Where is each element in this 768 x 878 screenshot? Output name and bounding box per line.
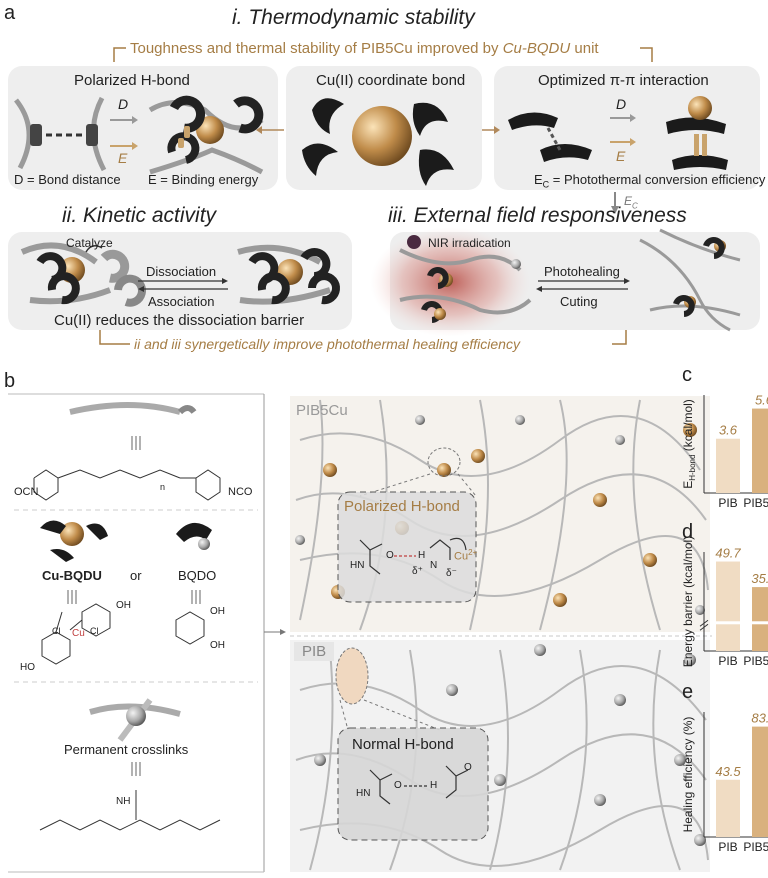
chart-c-tick-PIB: PIB: [718, 496, 737, 510]
chart-e-ylabel: Healing efficiency (%): [681, 717, 695, 833]
chart-d-value-PIB: 49.7: [715, 546, 741, 561]
chart-e-bar-PIB: [716, 780, 740, 837]
chart-d-value-PIB5Cu: 35.5: [751, 571, 768, 586]
chart-d-tick-PIB: PIB: [718, 654, 737, 668]
chart-c-tick-PIB5Cu: PIB5Cu: [743, 496, 768, 510]
chart-c-ylabel: EH-bond (kcal/mol): [681, 399, 697, 489]
chart-e-tick-PIB: PIB: [718, 840, 737, 854]
chart-c-value-PIB: 3.6: [719, 423, 738, 438]
ylabel-sub: H-bond: [688, 455, 697, 481]
ylabel-tail: (kcal/mol): [681, 399, 695, 454]
chart-e-tick-PIB5Cu: PIB5Cu: [743, 840, 768, 854]
chart-d-axis-break: [714, 621, 768, 624]
chart-d-tick-PIB5Cu: PIB5Cu: [743, 654, 768, 668]
chart-e-value-PIB: 43.5: [715, 764, 741, 779]
ylabel-main: Healing efficiency (%): [681, 717, 695, 833]
chart-d-ylabel: Energy barrier (kcal/mol): [681, 536, 695, 667]
chart-e-bar-PIB5Cu: [752, 727, 768, 837]
chart-d-bar-PIB: [716, 562, 740, 651]
chart-e-value-PIB5Cu: 83.9: [751, 711, 768, 726]
chart-c-bar-PIB5Cu: [752, 409, 768, 493]
chart-c-value-PIB5Cu: 5.6: [755, 393, 768, 408]
ylabel-main: E: [681, 481, 695, 489]
panel-letter-c: c: [682, 364, 692, 386]
ylabel-main: Energy barrier (kcal/mol): [681, 536, 695, 667]
chart-d-bar-PIB5Cu: [752, 587, 768, 651]
chart-c-bar-PIB: [716, 439, 740, 493]
panel-letter-e: e: [682, 681, 693, 703]
